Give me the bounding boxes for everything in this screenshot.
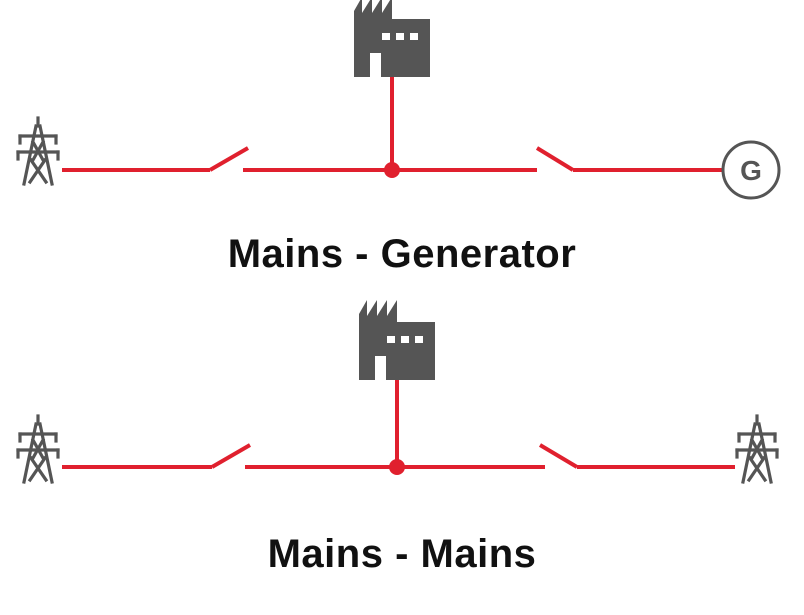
breaker-left-open — [208, 146, 250, 172]
pylon-icon — [16, 414, 60, 484]
diagram-mains-mains — [16, 300, 779, 484]
breaker-left-open — [210, 443, 252, 469]
factory-icon — [359, 300, 435, 380]
bus-junction-node — [389, 459, 405, 475]
diagram-caption: Mains - Generator — [227, 232, 577, 276]
diagram-mains-generator: G — [16, 0, 781, 200]
factory-icon — [354, 0, 430, 77]
pylon-icon — [735, 414, 779, 484]
generator-icon: G — [721, 140, 781, 200]
breaker-right-open — [535, 146, 575, 172]
diagram-caption: Mains - Mains — [267, 532, 537, 576]
breaker-right-open — [538, 443, 579, 469]
pylon-icon — [16, 116, 60, 186]
bus-junction-node — [384, 162, 400, 178]
generator-label: G — [740, 155, 762, 186]
